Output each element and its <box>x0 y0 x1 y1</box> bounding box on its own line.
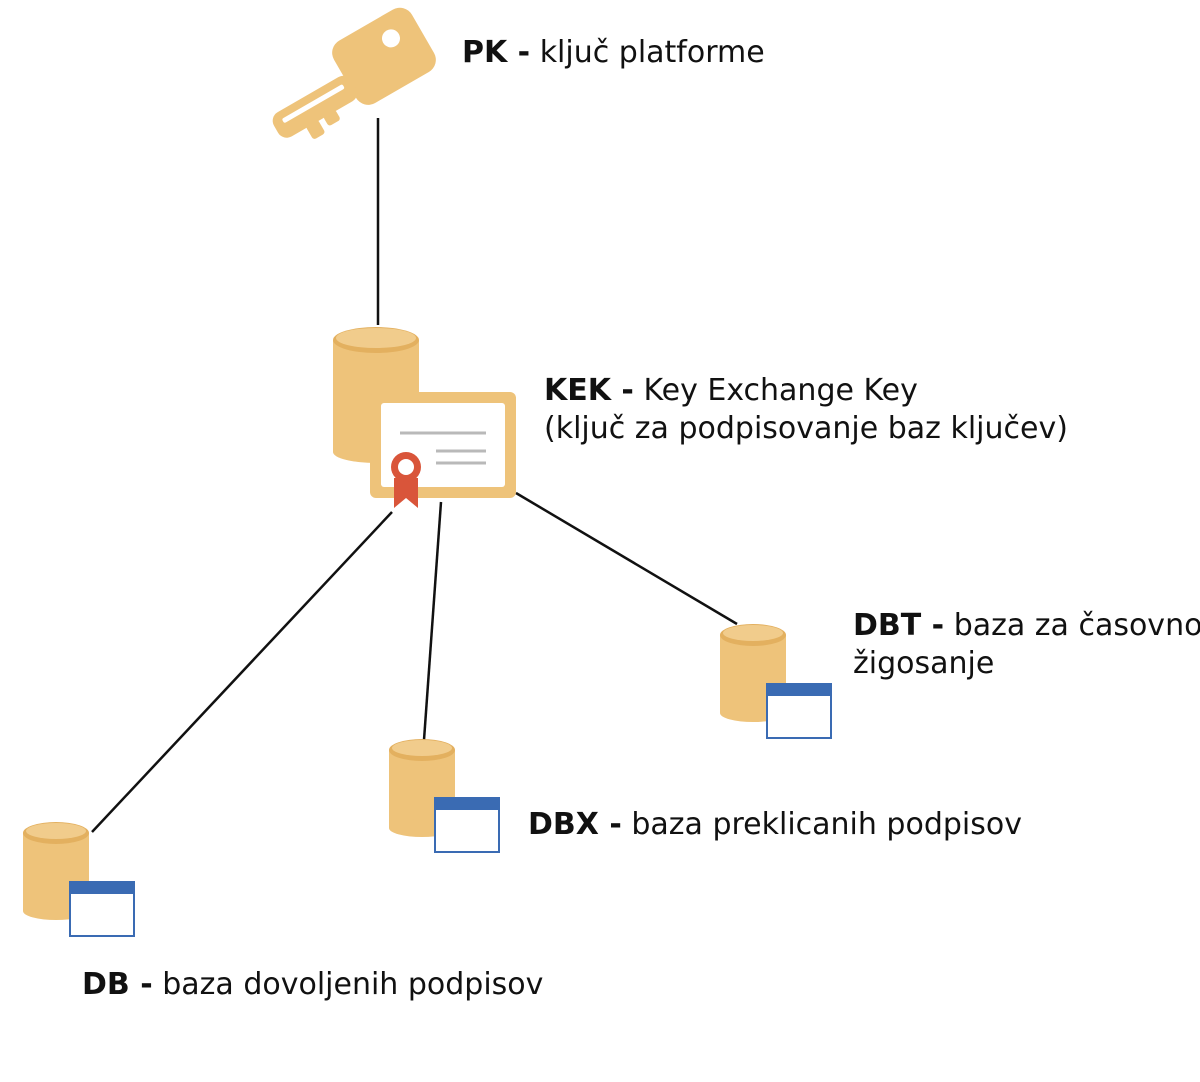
edge-kek-dbx <box>422 501 443 741</box>
kek-label: KEK - Key Exchange Key (ključ za podpiso… <box>544 372 1068 448</box>
dbt-label: DBT - baza za časovno žigosanje <box>853 607 1200 683</box>
dbt-desc-line2: žigosanje <box>853 646 995 681</box>
kek-desc-line2: (ključ za podpisovanje baz ključev) <box>544 411 1068 446</box>
certificate-icon <box>370 392 516 508</box>
pk-label: PK - ključ platforme <box>462 34 765 72</box>
seal-ribbon-icon <box>391 452 421 508</box>
db-database-window-icon <box>23 822 135 937</box>
dbt-abbr: DBT - <box>853 608 945 643</box>
certificate-database-icon <box>333 327 516 508</box>
db-abbr: DB - <box>82 967 153 1002</box>
dbt-database-window-icon <box>720 624 832 739</box>
edge-kek-db <box>91 511 393 833</box>
kek-abbr: KEK - <box>544 373 634 408</box>
dbx-abbr: DBX - <box>528 807 622 842</box>
key-icon <box>272 7 436 139</box>
kek-desc: Key Exchange Key <box>643 373 918 408</box>
pk-abbr: PK - <box>462 35 531 70</box>
edge-kek-dbt <box>515 491 738 626</box>
dbx-label: DBX - baza preklicanih podpisov <box>528 806 1022 844</box>
dbx-database-window-icon <box>389 739 500 853</box>
dbt-desc: baza za časovno <box>953 608 1200 643</box>
connector-lines <box>91 118 738 833</box>
pk-desc: ključ platforme <box>539 35 765 70</box>
db-label: DB - baza dovoljenih podpisov <box>82 966 543 1004</box>
dbx-desc: baza preklicanih podpisov <box>631 807 1022 842</box>
db-desc: baza dovoljenih podpisov <box>162 967 544 1002</box>
